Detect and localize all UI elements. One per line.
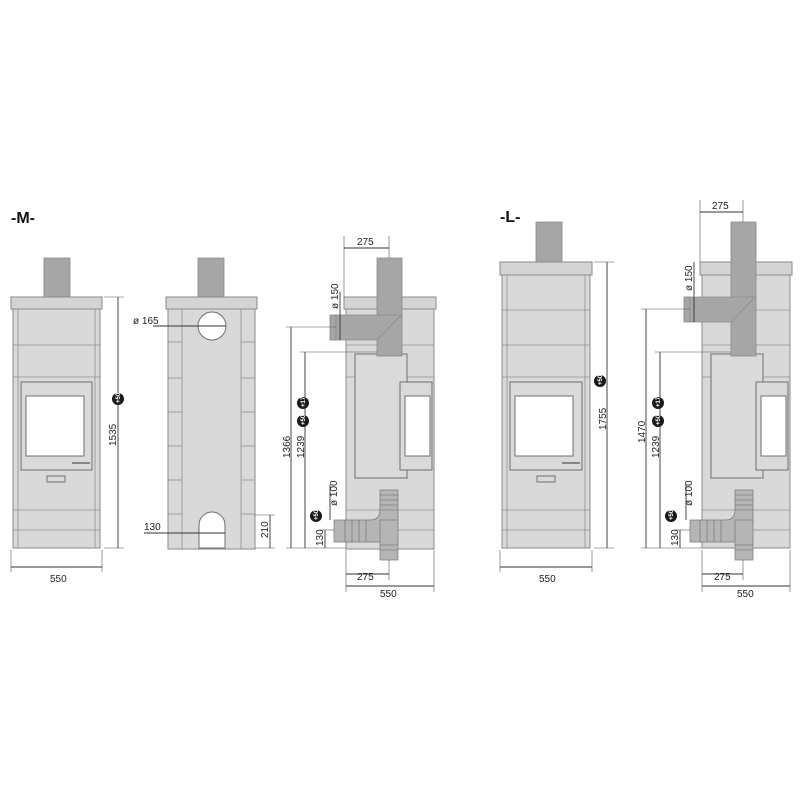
l-side-air-diameter-dim: ø 100	[684, 480, 695, 506]
l-front-height-dim: 1755	[598, 407, 609, 430]
m-front-glass	[25, 395, 85, 457]
l-front-view: 550 1755 +50	[499, 221, 614, 585]
l-front-top-cap	[499, 261, 593, 276]
m-front-height-dim: 1535	[108, 423, 119, 446]
l-side-1239-badge: +50	[652, 414, 664, 427]
l-side-inner-firebox	[710, 353, 764, 479]
m-front-view: 550 1535 +50	[10, 257, 124, 585]
m-back-lower-width-dim: 130	[144, 522, 161, 533]
m-side-height-1239-dim: 1239	[296, 435, 307, 458]
m-side-inner-firebox	[354, 353, 408, 479]
svg-text:+17: +17	[301, 396, 307, 407]
m-side-1366-badge: +17	[297, 396, 309, 409]
m-side-1239-badge: +50	[297, 414, 309, 427]
l-side-view: 275 ø 150 1470 1239 +17 +50 ø 100 +50 13…	[637, 200, 793, 600]
m-side-view: 275 ø 150 1366 1239 +17 +50 ø 100 +50 13…	[282, 236, 437, 600]
m-side-height-1366-dim: 1366	[282, 435, 293, 458]
svg-text:+50: +50	[301, 414, 307, 425]
m-back-lower-height-dim: 210	[260, 521, 271, 538]
m-front-height-badge: +50	[112, 392, 124, 405]
m-front-ash-drawer	[46, 475, 66, 483]
l-side-air-badge: +50	[665, 509, 677, 522]
m-back-view: ø 165 130 210	[133, 257, 275, 550]
m-side-air-badge: +50	[310, 509, 322, 522]
l-side-flue-pipe	[730, 221, 757, 357]
l-front-height-badge: +50	[594, 374, 606, 387]
l-front-width-dim: 550	[539, 574, 556, 585]
m-back-top-cap	[165, 296, 258, 310]
variant-label-l: -L-	[500, 209, 520, 226]
svg-text:+50: +50	[598, 374, 604, 385]
m-back-flue-pipe	[197, 257, 225, 299]
m-side-top-offset-dim: 275	[357, 237, 374, 248]
m-back-body	[167, 308, 256, 550]
svg-text:+50: +50	[116, 392, 122, 403]
l-side-height-1470-dim: 1470	[637, 420, 648, 443]
svg-text:+50: +50	[656, 414, 662, 425]
m-front-width-dim: 550	[50, 574, 67, 585]
m-back-inlet-diameter-dim: ø 165	[133, 316, 159, 327]
svg-text:+17: +17	[656, 396, 662, 407]
l-front-ash-drawer	[536, 475, 556, 483]
m-side-flue-diameter-dim: ø 150	[330, 283, 341, 309]
m-front-top-cap	[10, 296, 103, 310]
l-side-top-offset-dim: 275	[712, 201, 729, 212]
l-side-depth-dim: 550	[737, 589, 754, 600]
l-side-1470-badge: +17	[652, 396, 664, 409]
l-front-flue-pipe	[535, 221, 563, 264]
l-side-glass	[760, 395, 787, 457]
l-side-flue-diameter-dim: ø 150	[684, 265, 695, 291]
m-side-bottom-offset-dim: 275	[357, 572, 374, 583]
m-back-lower-opening	[198, 511, 226, 549]
m-side-air-height-dim: 130	[315, 529, 326, 546]
m-side-flue-pipe	[376, 257, 403, 357]
l-front-glass	[514, 395, 574, 457]
m-side-glass	[404, 395, 431, 457]
m-side-depth-dim: 550	[380, 589, 397, 600]
l-side-bottom-offset-dim: 275	[714, 572, 731, 583]
m-front-flue-pipe	[43, 257, 71, 299]
variant-label-m: -M-	[11, 210, 35, 227]
l-side-air-height-dim: 130	[670, 529, 681, 546]
svg-text:+50: +50	[669, 509, 675, 520]
svg-text:+50: +50	[314, 509, 320, 520]
m-side-air-diameter-dim: ø 100	[329, 480, 340, 506]
l-side-height-1239-dim: 1239	[651, 435, 662, 458]
